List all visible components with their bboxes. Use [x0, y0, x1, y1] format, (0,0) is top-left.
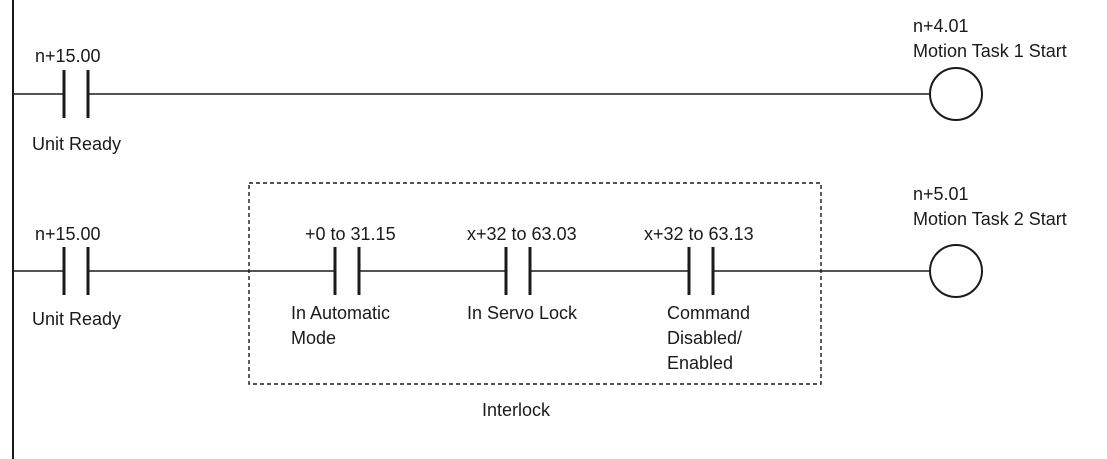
- coil-address: n+4.01: [913, 16, 969, 36]
- contact-address: n+15.00: [35, 224, 101, 244]
- interlock-box: [248, 182, 822, 385]
- contact-in-servo-lock: x+32 to 63.03 In Servo Lock: [467, 224, 578, 323]
- coil-symbol: [929, 244, 983, 298]
- rung-2: n+15.00 Unit Ready +0 to 31.15 In Automa…: [13, 182, 1067, 420]
- rung-1: n+15.00 Unit Ready n+4.01 Motion Task 1 …: [13, 16, 1067, 154]
- interlock-label: Interlock: [482, 400, 551, 420]
- contact-label: Unit Ready: [32, 309, 121, 329]
- contact-unit-ready: n+15.00 Unit Ready: [32, 224, 121, 329]
- contact-label: Enabled: [667, 353, 733, 373]
- coil-motion-task-1-start: n+4.01 Motion Task 1 Start: [913, 16, 1067, 121]
- coil-label: Motion Task 1 Start: [913, 41, 1067, 61]
- contact-command-disabled-enabled: x+32 to 63.13 Command Disabled/ Enabled: [644, 224, 754, 373]
- contact-address: n+15.00: [35, 46, 101, 66]
- contact-label: Disabled/: [667, 328, 742, 348]
- coil-label: Motion Task 2 Start: [913, 209, 1067, 229]
- contact-label: Command: [667, 303, 750, 323]
- contact-address: +0 to 31.15: [305, 224, 396, 244]
- coil-symbol: [929, 67, 983, 121]
- coil-address: n+5.01: [913, 184, 969, 204]
- coil-motion-task-2-start: n+5.01 Motion Task 2 Start: [913, 184, 1067, 298]
- contact-address: x+32 to 63.13: [644, 224, 754, 244]
- contact-label: Unit Ready: [32, 134, 121, 154]
- contact-label: In Servo Lock: [467, 303, 578, 323]
- interlock-group: Interlock: [248, 182, 822, 420]
- contact-in-automatic-mode: +0 to 31.15 In Automatic Mode: [291, 224, 396, 348]
- contact-label: Mode: [291, 328, 336, 348]
- contact-unit-ready: n+15.00 Unit Ready: [32, 46, 121, 154]
- contact-label: In Automatic: [291, 303, 390, 323]
- contact-address: x+32 to 63.03: [467, 224, 577, 244]
